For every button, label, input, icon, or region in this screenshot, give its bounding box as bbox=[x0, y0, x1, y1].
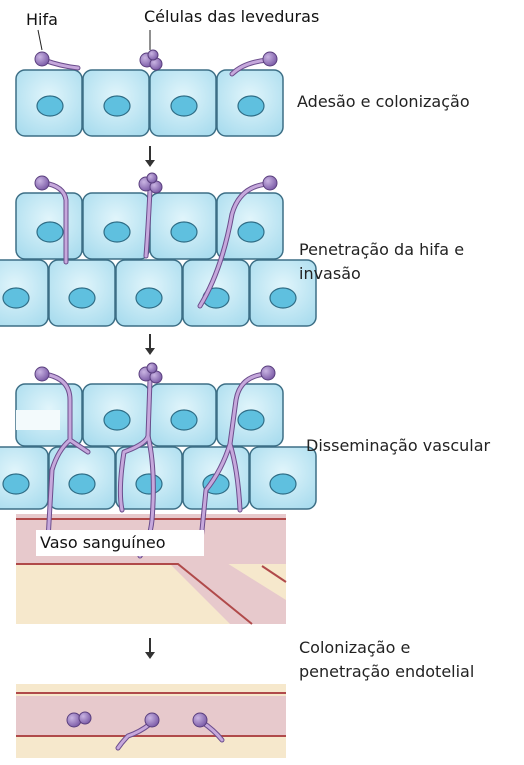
yeast-cell bbox=[35, 176, 49, 190]
nucleus bbox=[104, 222, 130, 242]
nucleus bbox=[3, 288, 29, 308]
vessel-lumen bbox=[16, 736, 286, 758]
stage-label-line: Penetração da hifa e bbox=[299, 238, 464, 262]
stage2-epithelium bbox=[0, 193, 316, 326]
nucleus bbox=[136, 474, 162, 494]
nucleus bbox=[171, 222, 197, 242]
yeast-cell bbox=[193, 713, 207, 727]
yeast-cell bbox=[79, 712, 91, 724]
blood-vessel-label: Vaso sanguíneo bbox=[40, 532, 166, 554]
hyphae-label: Hifa bbox=[26, 9, 58, 31]
nucleus bbox=[171, 410, 197, 430]
stage-label-line: Adesão e colonização bbox=[297, 90, 470, 114]
stage-label-adhesion: Adesão e colonização bbox=[297, 90, 470, 114]
nucleus bbox=[37, 222, 63, 242]
nucleus bbox=[270, 474, 296, 494]
yeast-cell bbox=[147, 173, 157, 183]
nucleus bbox=[238, 222, 264, 242]
stage-label-line: Colonização e bbox=[299, 636, 474, 660]
stage-label-line: invasão bbox=[299, 262, 464, 286]
down-arrow-icon bbox=[145, 146, 155, 167]
stage-label-line: penetração endotelial bbox=[299, 660, 474, 684]
down-arrow-icon bbox=[145, 638, 155, 659]
nucleus bbox=[104, 410, 130, 430]
nucleus bbox=[3, 474, 29, 494]
stage-label-invasion: Penetração da hifa e invasão bbox=[299, 238, 464, 286]
stage-label-endothelial: Colonização e penetração endotelial bbox=[299, 636, 474, 684]
stage-label-dissemination: Disseminação vascular bbox=[306, 434, 490, 458]
nucleus bbox=[69, 474, 95, 494]
yeast-cell bbox=[263, 52, 277, 66]
yeast-cells-label: Células das leveduras bbox=[144, 6, 319, 28]
nucleus bbox=[69, 288, 95, 308]
yeast-cell bbox=[263, 176, 277, 190]
nucleus bbox=[136, 288, 162, 308]
yeast-cell bbox=[145, 713, 159, 727]
stage3-epithelium bbox=[0, 384, 316, 509]
nucleus bbox=[270, 288, 296, 308]
yeast-cell bbox=[147, 363, 157, 373]
yeast-cell bbox=[35, 52, 49, 66]
yeast-cell bbox=[148, 50, 158, 60]
yeast-cell bbox=[261, 366, 275, 380]
stage-label-line: Disseminação vascular bbox=[306, 434, 490, 458]
nucleus bbox=[238, 410, 264, 430]
nucleus bbox=[238, 96, 264, 116]
yeast-cell bbox=[35, 367, 49, 381]
down-arrow-icon bbox=[145, 334, 155, 355]
nucleus bbox=[171, 96, 197, 116]
nucleus bbox=[104, 96, 130, 116]
stage1-epithelium bbox=[16, 70, 283, 136]
nucleus bbox=[37, 96, 63, 116]
hyphae-pointer-line bbox=[38, 30, 42, 50]
